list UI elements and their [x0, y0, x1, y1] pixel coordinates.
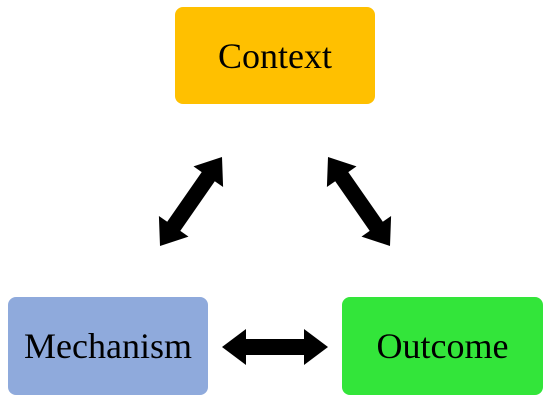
arrow-context-outcome — [326, 157, 392, 246]
arrow-context-mechanism — [158, 157, 224, 246]
arrow-mechanism-outcome — [222, 329, 328, 365]
mechanism-node: Mechanism — [8, 297, 208, 395]
outcome-label: Outcome — [376, 326, 509, 366]
outcome-node: Outcome — [342, 297, 543, 395]
context-node: Context — [175, 7, 375, 104]
mechanism-label: Mechanism — [24, 326, 192, 366]
context-label: Context — [218, 35, 332, 76]
